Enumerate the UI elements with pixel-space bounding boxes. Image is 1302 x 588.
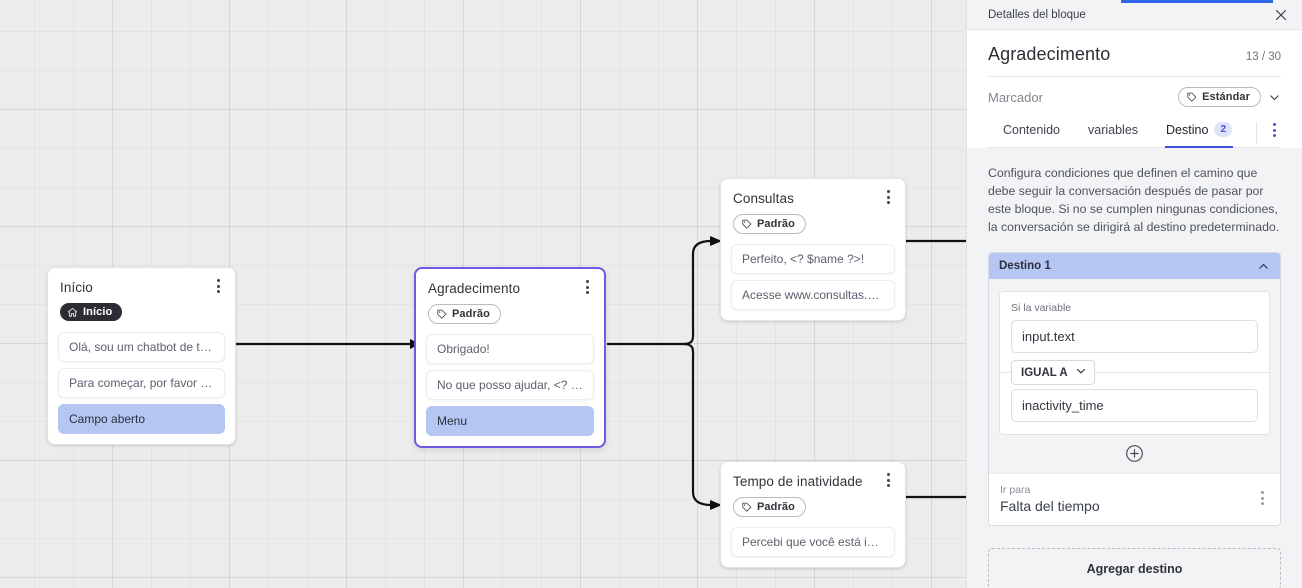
node-menu-button[interactable] (881, 190, 895, 206)
node-badge-label: Padrão (757, 501, 795, 513)
node-message[interactable]: Campo aberto (58, 403, 225, 434)
flow-node-inicio[interactable]: Início Início Olá, sou um chatbot de tes… (47, 267, 236, 445)
condition-area: Si la variable input.text IGUAL A in (989, 279, 1280, 473)
marker-label: Marcador (988, 89, 1043, 105)
flow-node-consultas[interactable]: Consultas Padrão Perfeito, <? $name ?>! … (720, 178, 906, 321)
node-badge-row: Início (48, 296, 235, 332)
panel-titlebar: Detalles del bloque (967, 0, 1302, 30)
top-progress-strip (1121, 0, 1273, 3)
chevron-down-icon[interactable] (1268, 91, 1281, 104)
node-header: Início (48, 268, 235, 296)
node-message[interactable]: Menu (426, 405, 594, 436)
marker-badge[interactable]: Estándar (1178, 87, 1261, 107)
node-message[interactable]: No que posso ajudar, <? $name ... (426, 369, 594, 400)
condition-box: Si la variable input.text IGUAL A in (999, 291, 1270, 435)
tabs-divider (1256, 122, 1257, 144)
flow-canvas[interactable]: Início Início Olá, sou um chatbot de tes… (0, 0, 966, 588)
node-header: Agradecimento (416, 269, 604, 297)
home-icon (67, 307, 78, 318)
compare-value-input[interactable]: inactivity_time (1011, 389, 1258, 422)
chevron-up-icon[interactable] (1257, 260, 1270, 273)
node-message[interactable]: Olá, sou um chatbot de teste! (58, 331, 225, 362)
marker-badge-label: Estándar (1202, 91, 1250, 103)
goto-row[interactable]: Ir para Falta del tiempo (989, 473, 1280, 525)
node-message[interactable]: Acesse www.consultas.com par... (731, 279, 895, 310)
node-badge[interactable]: Padrão (733, 214, 806, 234)
node-menu-button[interactable] (211, 279, 225, 295)
node-message[interactable]: Percebi que você está inativo. C... (731, 526, 895, 557)
node-title: Agradecimento (428, 281, 521, 296)
destination-description: Configura condiciones que definen el cam… (988, 166, 1280, 234)
goto-value: Falta del tiempo (1000, 498, 1100, 514)
tab-label: Destino (1166, 122, 1209, 137)
add-destination-button[interactable]: Agregar destino (988, 548, 1281, 588)
condition-label: Si la variable (1011, 302, 1072, 314)
node-title: Início (60, 280, 93, 295)
flow-node-tempo-de-inatividade[interactable]: Tempo de inatividade Padrão Percebi que … (720, 461, 906, 568)
node-badge-row: Padrão (721, 207, 905, 244)
tag-icon (436, 309, 447, 320)
node-menu-button[interactable] (881, 473, 895, 489)
tab-variables[interactable]: variables (1087, 119, 1139, 148)
tab-label: variables (1088, 123, 1139, 137)
node-title: Tempo de inatividade (733, 474, 863, 489)
close-icon[interactable] (1272, 6, 1290, 24)
tab-label: Contenido (1003, 123, 1060, 137)
variable-input[interactable]: input.text (1011, 320, 1258, 353)
page-title: Agradecimento (988, 44, 1111, 64)
node-badge[interactable]: Padrão (428, 304, 501, 324)
destination-settings: Configura condiciones que definen el cam… (967, 148, 1302, 588)
node-message[interactable]: Obrigado! (426, 333, 594, 364)
tab-destino[interactable]: Destino 2 (1165, 118, 1234, 148)
operator-label: IGUAL A (1021, 366, 1068, 379)
node-badge-label: Padrão (452, 308, 490, 320)
destination-card: Destino 1 Si la variable input.text IGUA… (988, 252, 1281, 526)
tag-icon (741, 219, 752, 230)
panel-bar-title: Detalles del bloque (988, 8, 1086, 21)
destination-card-title: Destino 1 (999, 260, 1051, 272)
char-counter: 13 / 30 (1245, 51, 1281, 63)
tag-icon (741, 502, 752, 513)
node-message[interactable]: Perfeito, <? $name ?>! (731, 243, 895, 274)
more-vertical-icon[interactable] (1267, 123, 1281, 138)
operator-row: IGUAL A (1000, 357, 1269, 387)
node-badge[interactable]: Padrão (733, 497, 806, 517)
node-messages: Olá, sou um chatbot de teste! Para começ… (48, 331, 235, 434)
node-badge-label: Início (83, 306, 113, 318)
node-header: Tempo de inatividade (721, 462, 905, 490)
node-messages: Perfeito, <? $name ?>! Acesse www.consul… (721, 243, 905, 310)
block-details-panel: Detalles del bloque Agradecimento 13 / 3… (966, 0, 1302, 588)
panel-tabs: Contenido variables Destino 2 (988, 118, 1281, 148)
node-badge-label: Padrão (757, 218, 795, 230)
node-messages: Obrigado! No que posso ajudar, <? $name … (416, 333, 604, 436)
panel-body: Agradecimento 13 / 30 Marcador Estándar (967, 30, 1302, 148)
plus-circle-icon[interactable] (1125, 444, 1144, 463)
node-badge-row: Padrão (416, 297, 604, 334)
operator-select[interactable]: IGUAL A (1011, 360, 1095, 385)
tag-icon (1186, 92, 1197, 103)
goto-label: Ir para (1000, 484, 1031, 496)
flow-node-agradecimento[interactable]: Agradecimento Padrão Obrigado! No que po… (414, 267, 606, 448)
node-menu-button[interactable] (580, 280, 594, 296)
node-header: Consultas (721, 179, 905, 207)
operator-divider (1000, 372, 1269, 373)
destination-card-header[interactable]: Destino 1 (989, 253, 1280, 279)
node-messages: Percebi que você está inativo. C... (721, 526, 905, 557)
node-title: Consultas (733, 191, 794, 206)
panel-title-row: Agradecimento 13 / 30 (988, 30, 1281, 77)
more-vertical-icon[interactable] (1255, 491, 1269, 507)
node-badge-row: Padrão (721, 490, 905, 527)
tab-badge-count: 2 (1214, 122, 1233, 137)
marker-control[interactable]: Estándar (1178, 87, 1281, 107)
add-condition-row (999, 435, 1270, 465)
marker-row: Marcador Estándar (988, 77, 1281, 118)
chevron-down-icon (1075, 365, 1087, 380)
node-message[interactable]: Para começar, por favor digite o ... (58, 367, 225, 398)
node-badge[interactable]: Início (60, 303, 123, 321)
tab-contenido[interactable]: Contenido (1002, 119, 1061, 148)
